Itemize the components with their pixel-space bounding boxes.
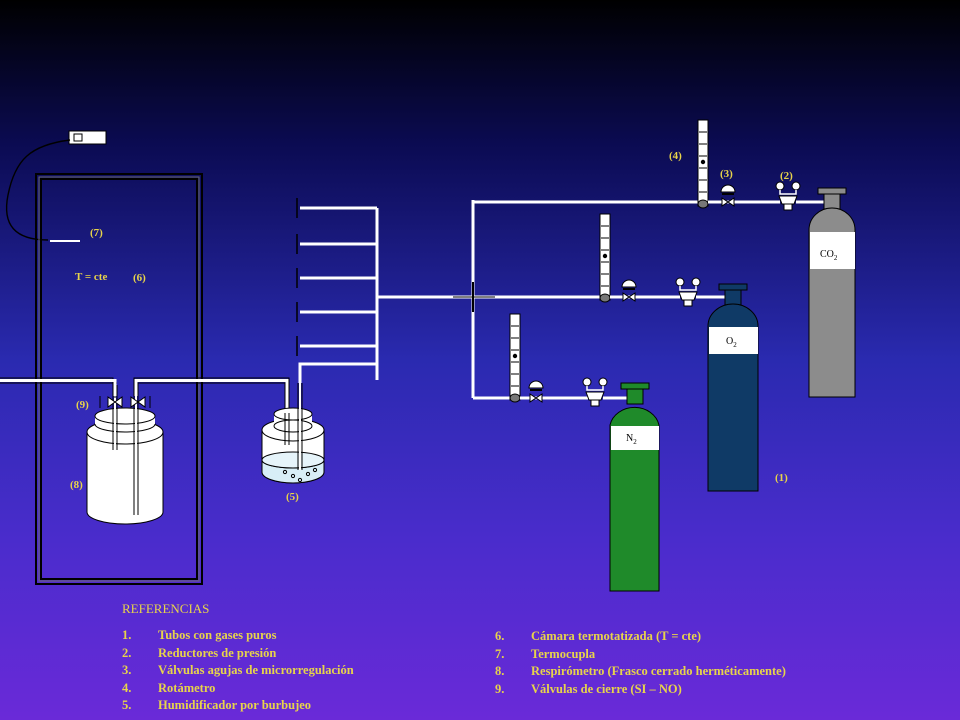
thermocouple-cable — [5, 139, 71, 241]
mixing-junction — [453, 200, 704, 400]
label-4: (4) — [669, 150, 682, 162]
temperature-constant-label: T = cte — [75, 271, 107, 283]
reference-item: 2.Reductores de presión — [122, 645, 277, 660]
shutoff-valves — [99, 395, 151, 408]
n2-label: N2 — [626, 433, 637, 446]
o2-line — [599, 213, 735, 307]
reference-item: 9.Válvulas de cierre (SI – NO) — [495, 681, 682, 696]
rotameter-n2 — [509, 313, 521, 403]
label-9: (9) — [76, 399, 89, 411]
reference-item: 7.Termocupla — [495, 646, 596, 661]
pressure-regulator-co2 — [775, 181, 801, 211]
label-8: (8) — [70, 479, 83, 491]
reference-item: 4.Rotámetro — [122, 680, 216, 695]
references-right-list: 6.Cámara termotatizada (T = cte) 7.Termo… — [495, 628, 786, 698]
bubbling-humidifier — [261, 383, 325, 484]
co2-cylinder — [808, 187, 856, 398]
rotameter-o2 — [599, 213, 611, 303]
label-7: (7) — [90, 227, 103, 239]
thermocouple-display — [68, 130, 107, 145]
reference-item: 3.Válvulas agujas de microrregulación — [122, 663, 354, 677]
n2-line — [509, 313, 636, 407]
reference-item: 6.Cámara termotatizada (T = cte) — [495, 629, 702, 643]
o2-cylinder — [707, 283, 759, 492]
rotameter-co2 — [697, 119, 709, 209]
respirometer-pipes — [0, 377, 290, 413]
label-6: (6) — [133, 272, 146, 284]
reference-item: 5.Humidificador por burbujeo — [122, 698, 312, 712]
gas-manifold — [296, 198, 455, 380]
n2-cylinder — [609, 382, 660, 592]
references-left-list: 1.Tubos con gases puros 2.Reductores de … — [122, 627, 354, 715]
label-3: (3) — [720, 168, 733, 180]
pressure-regulator-n2 — [582, 377, 608, 407]
o2-label: O2 — [726, 336, 737, 349]
references-title: REFERENCIAS — [122, 601, 210, 616]
reference-item: 8.Respirómetro (Frasco cerrado hermética… — [495, 664, 786, 678]
label-5: (5) — [286, 491, 299, 503]
co2-label: CO2 — [820, 249, 838, 262]
respirometer-flask — [86, 385, 164, 525]
co2-line — [697, 119, 834, 211]
label-2: (2) — [780, 170, 793, 182]
label-1: (1) — [775, 472, 788, 484]
reference-item: 1.Tubos con gases puros — [122, 628, 277, 642]
pressure-regulator-o2 — [675, 277, 701, 307]
